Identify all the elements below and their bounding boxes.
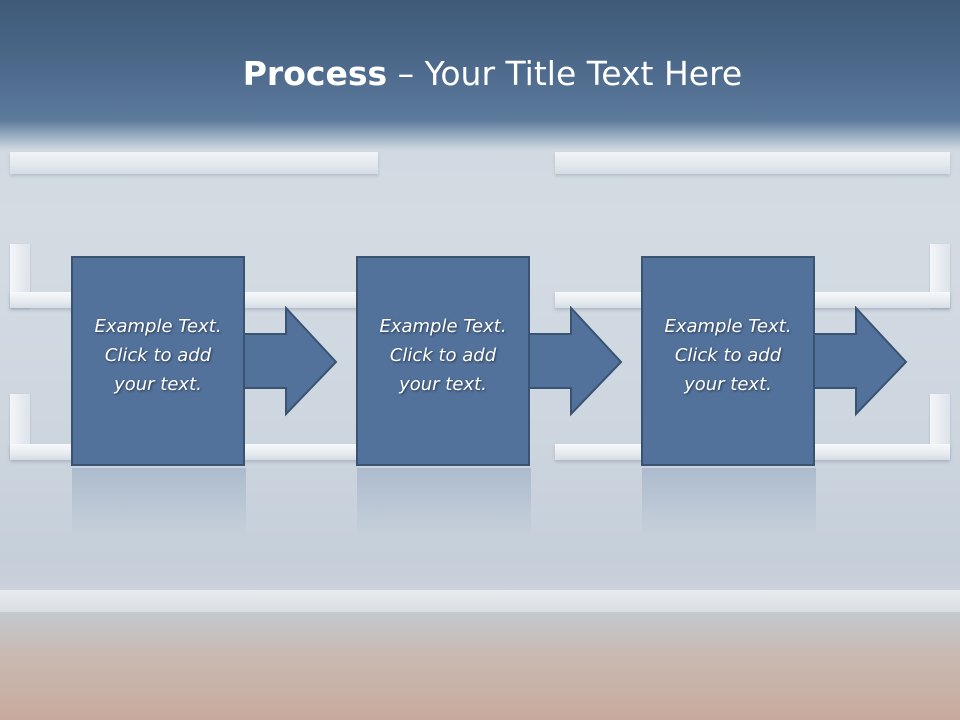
shelf-top-right [555,152,950,174]
process-step-1[interactable]: Example Text. Click to add your text. [71,256,245,466]
step-text-line: your text. [684,374,772,395]
title-rest: – Your Title Text Here [387,54,743,93]
shelf-low-left-side [10,394,30,458]
title-bold: Process [242,54,388,93]
wood-floor [0,612,960,720]
step-text-line: Example Text. [664,316,792,337]
arrow-right-icon [808,306,908,417]
step-text-line: your text. [399,374,487,395]
step-reflection [642,468,816,538]
step-text[interactable]: Example Text. Click to add your text. [358,312,528,399]
process-step-3[interactable]: Example Text. Click to add your text. [641,256,815,466]
step-reflection [357,468,531,538]
arrow-right-icon [238,306,338,417]
step-text-line: Example Text. [94,316,222,337]
step-text-line: Click to add [389,345,497,366]
baseboard [0,590,960,612]
shelf-top-left [10,152,378,174]
process-step-2[interactable]: Example Text. Click to add your text. [356,256,530,466]
step-text-line: Example Text. [379,316,507,337]
shelf-low-right-side [930,394,950,458]
slide-title[interactable]: Process – Your Title Text Here [0,54,960,93]
title-banner [0,0,960,150]
step-reflection [72,468,246,538]
arrow-right-icon [523,306,623,417]
step-text-line: Click to add [674,345,782,366]
step-text-line: your text. [114,374,202,395]
step-text[interactable]: Example Text. Click to add your text. [643,312,813,399]
step-text[interactable]: Example Text. Click to add your text. [73,312,243,399]
step-text-line: Click to add [104,345,212,366]
